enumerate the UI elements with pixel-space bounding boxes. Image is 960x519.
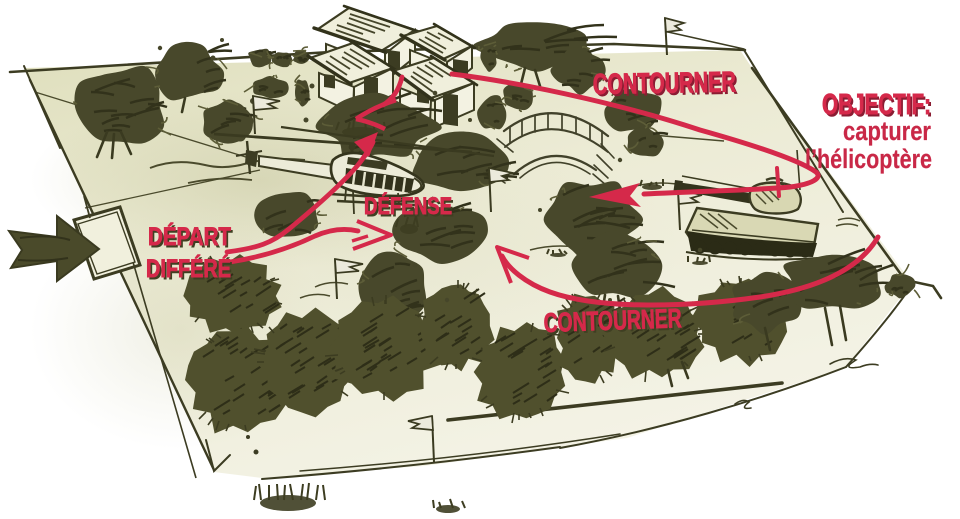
svg-text:DÉPART: DÉPART <box>150 224 233 253</box>
svg-text:OBJECTIF:: OBJECTIF: <box>822 89 931 121</box>
svg-text:DÉFENSE: DÉFENSE <box>366 194 454 222</box>
svg-text:CONTOURNER: CONTOURNER <box>595 69 739 103</box>
svg-text:DÉFENSE: DÉFENSE <box>364 192 452 220</box>
svg-text:CONTOURNER: CONTOURNER <box>593 67 737 101</box>
svg-text:l’hélicoptère: l’hélicoptère <box>805 144 932 174</box>
svg-text:DIFFÉRÉ: DIFFÉRÉ <box>148 256 233 285</box>
svg-text:DIFFÉRÉ: DIFFÉRÉ <box>146 254 231 283</box>
svg-text:DÉPART: DÉPART <box>148 222 231 251</box>
svg-text:CONTOURNER: CONTOURNER <box>545 306 684 341</box>
svg-text:CONTOURNER: CONTOURNER <box>543 303 682 338</box>
svg-text:OBJECTIF:: OBJECTIF: <box>824 91 933 123</box>
svg-text:capturer: capturer <box>843 116 931 146</box>
